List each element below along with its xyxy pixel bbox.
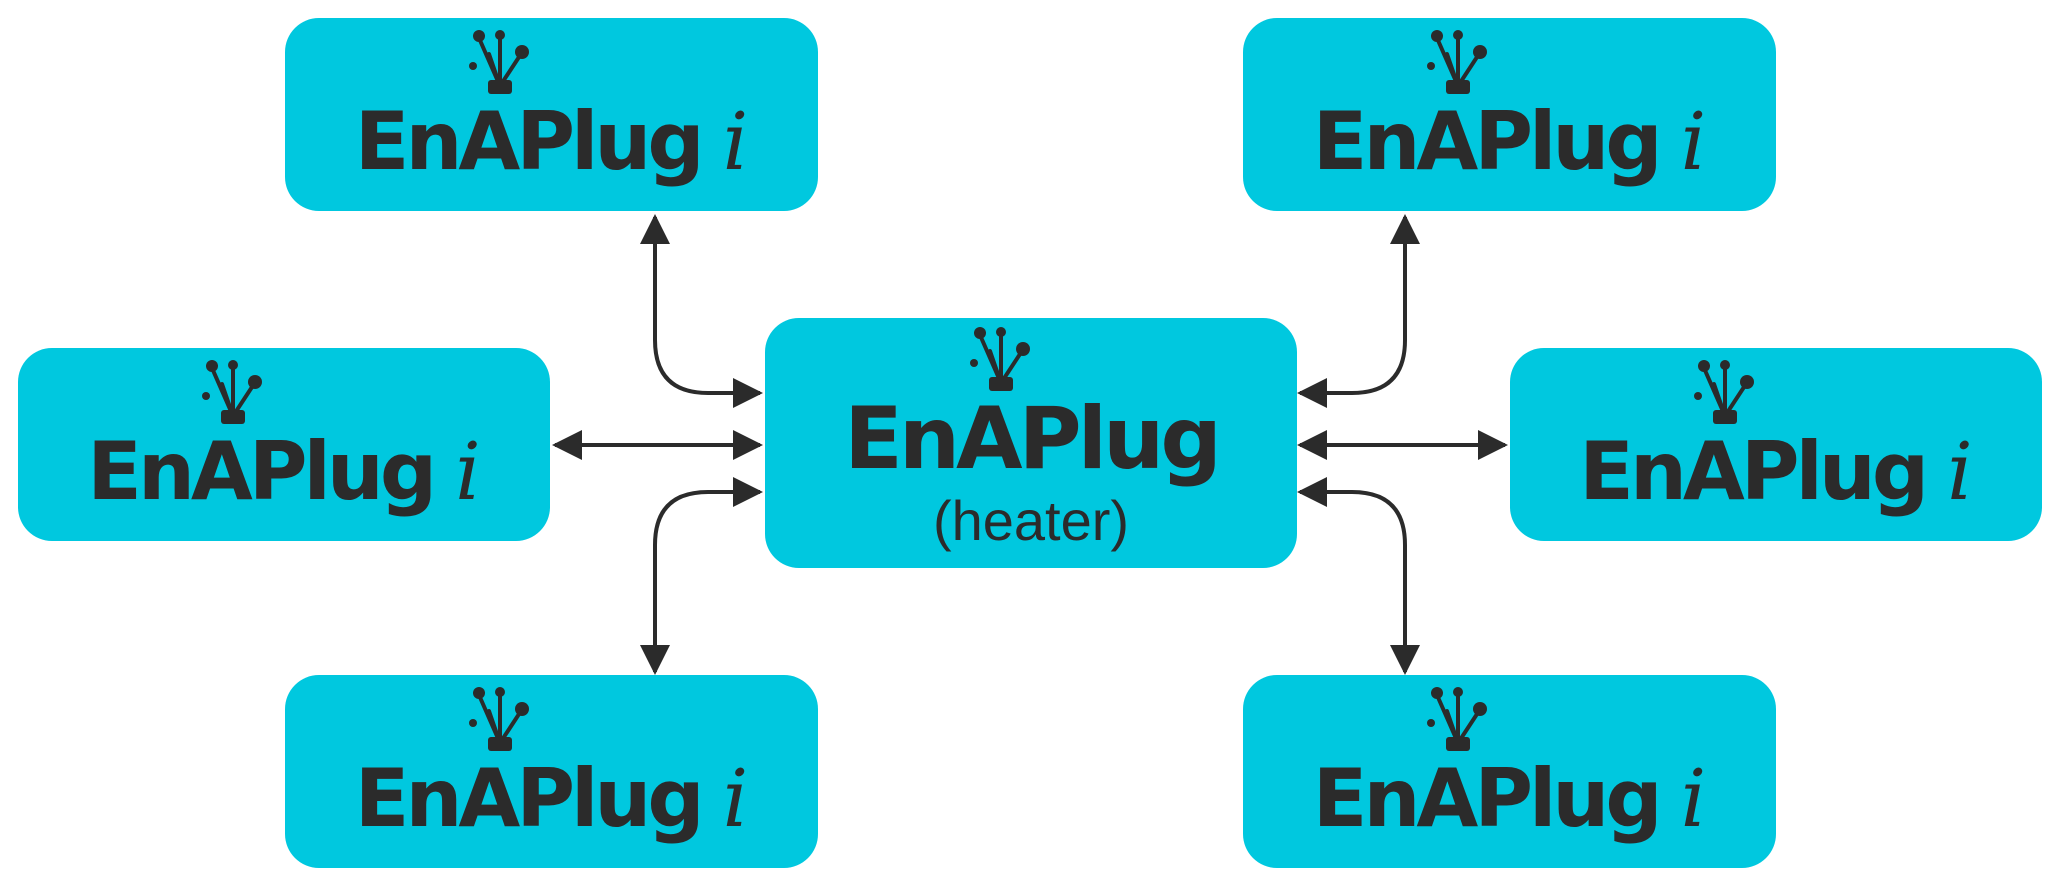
- brand-suffix: i: [1947, 425, 1973, 518]
- brand-text: EnAPlug: [1579, 425, 1929, 518]
- brand-text: EnAPlug: [1312, 752, 1663, 845]
- connector-top-left: [640, 214, 763, 408]
- center-node-heater: EnAPlug (heater): [765, 318, 1297, 568]
- enaplug-connector-icon: [469, 687, 529, 751]
- brand-suffix: i: [455, 425, 481, 518]
- brand-suffix: i: [1680, 752, 1707, 845]
- connector-bottom-right: [1297, 477, 1420, 675]
- enaplug-connector-icon: [1427, 30, 1487, 94]
- brand-text: EnAPlug: [1312, 95, 1663, 188]
- center-brand: EnAPlug: [844, 389, 1222, 489]
- enaplug-connector-icon: [970, 327, 1030, 391]
- enaplug-connector-icon: [1427, 687, 1487, 751]
- enaplug-connector-icon: [202, 360, 262, 424]
- brand-text: EnAPlug: [354, 95, 705, 188]
- brand-suffix: i: [722, 752, 749, 845]
- enaplug-connector-icon: [469, 30, 529, 94]
- connector-top-right: [1297, 214, 1420, 408]
- brand-text: EnAPlug: [87, 425, 437, 518]
- brand-suffix: i: [1680, 95, 1707, 188]
- enaplug-connector-icon: [1694, 360, 1754, 424]
- connector-bottom-left: [640, 477, 763, 675]
- brand-suffix: i: [722, 95, 749, 188]
- brand-text: EnAPlug: [354, 752, 705, 845]
- center-subtitle: (heater): [932, 489, 1130, 552]
